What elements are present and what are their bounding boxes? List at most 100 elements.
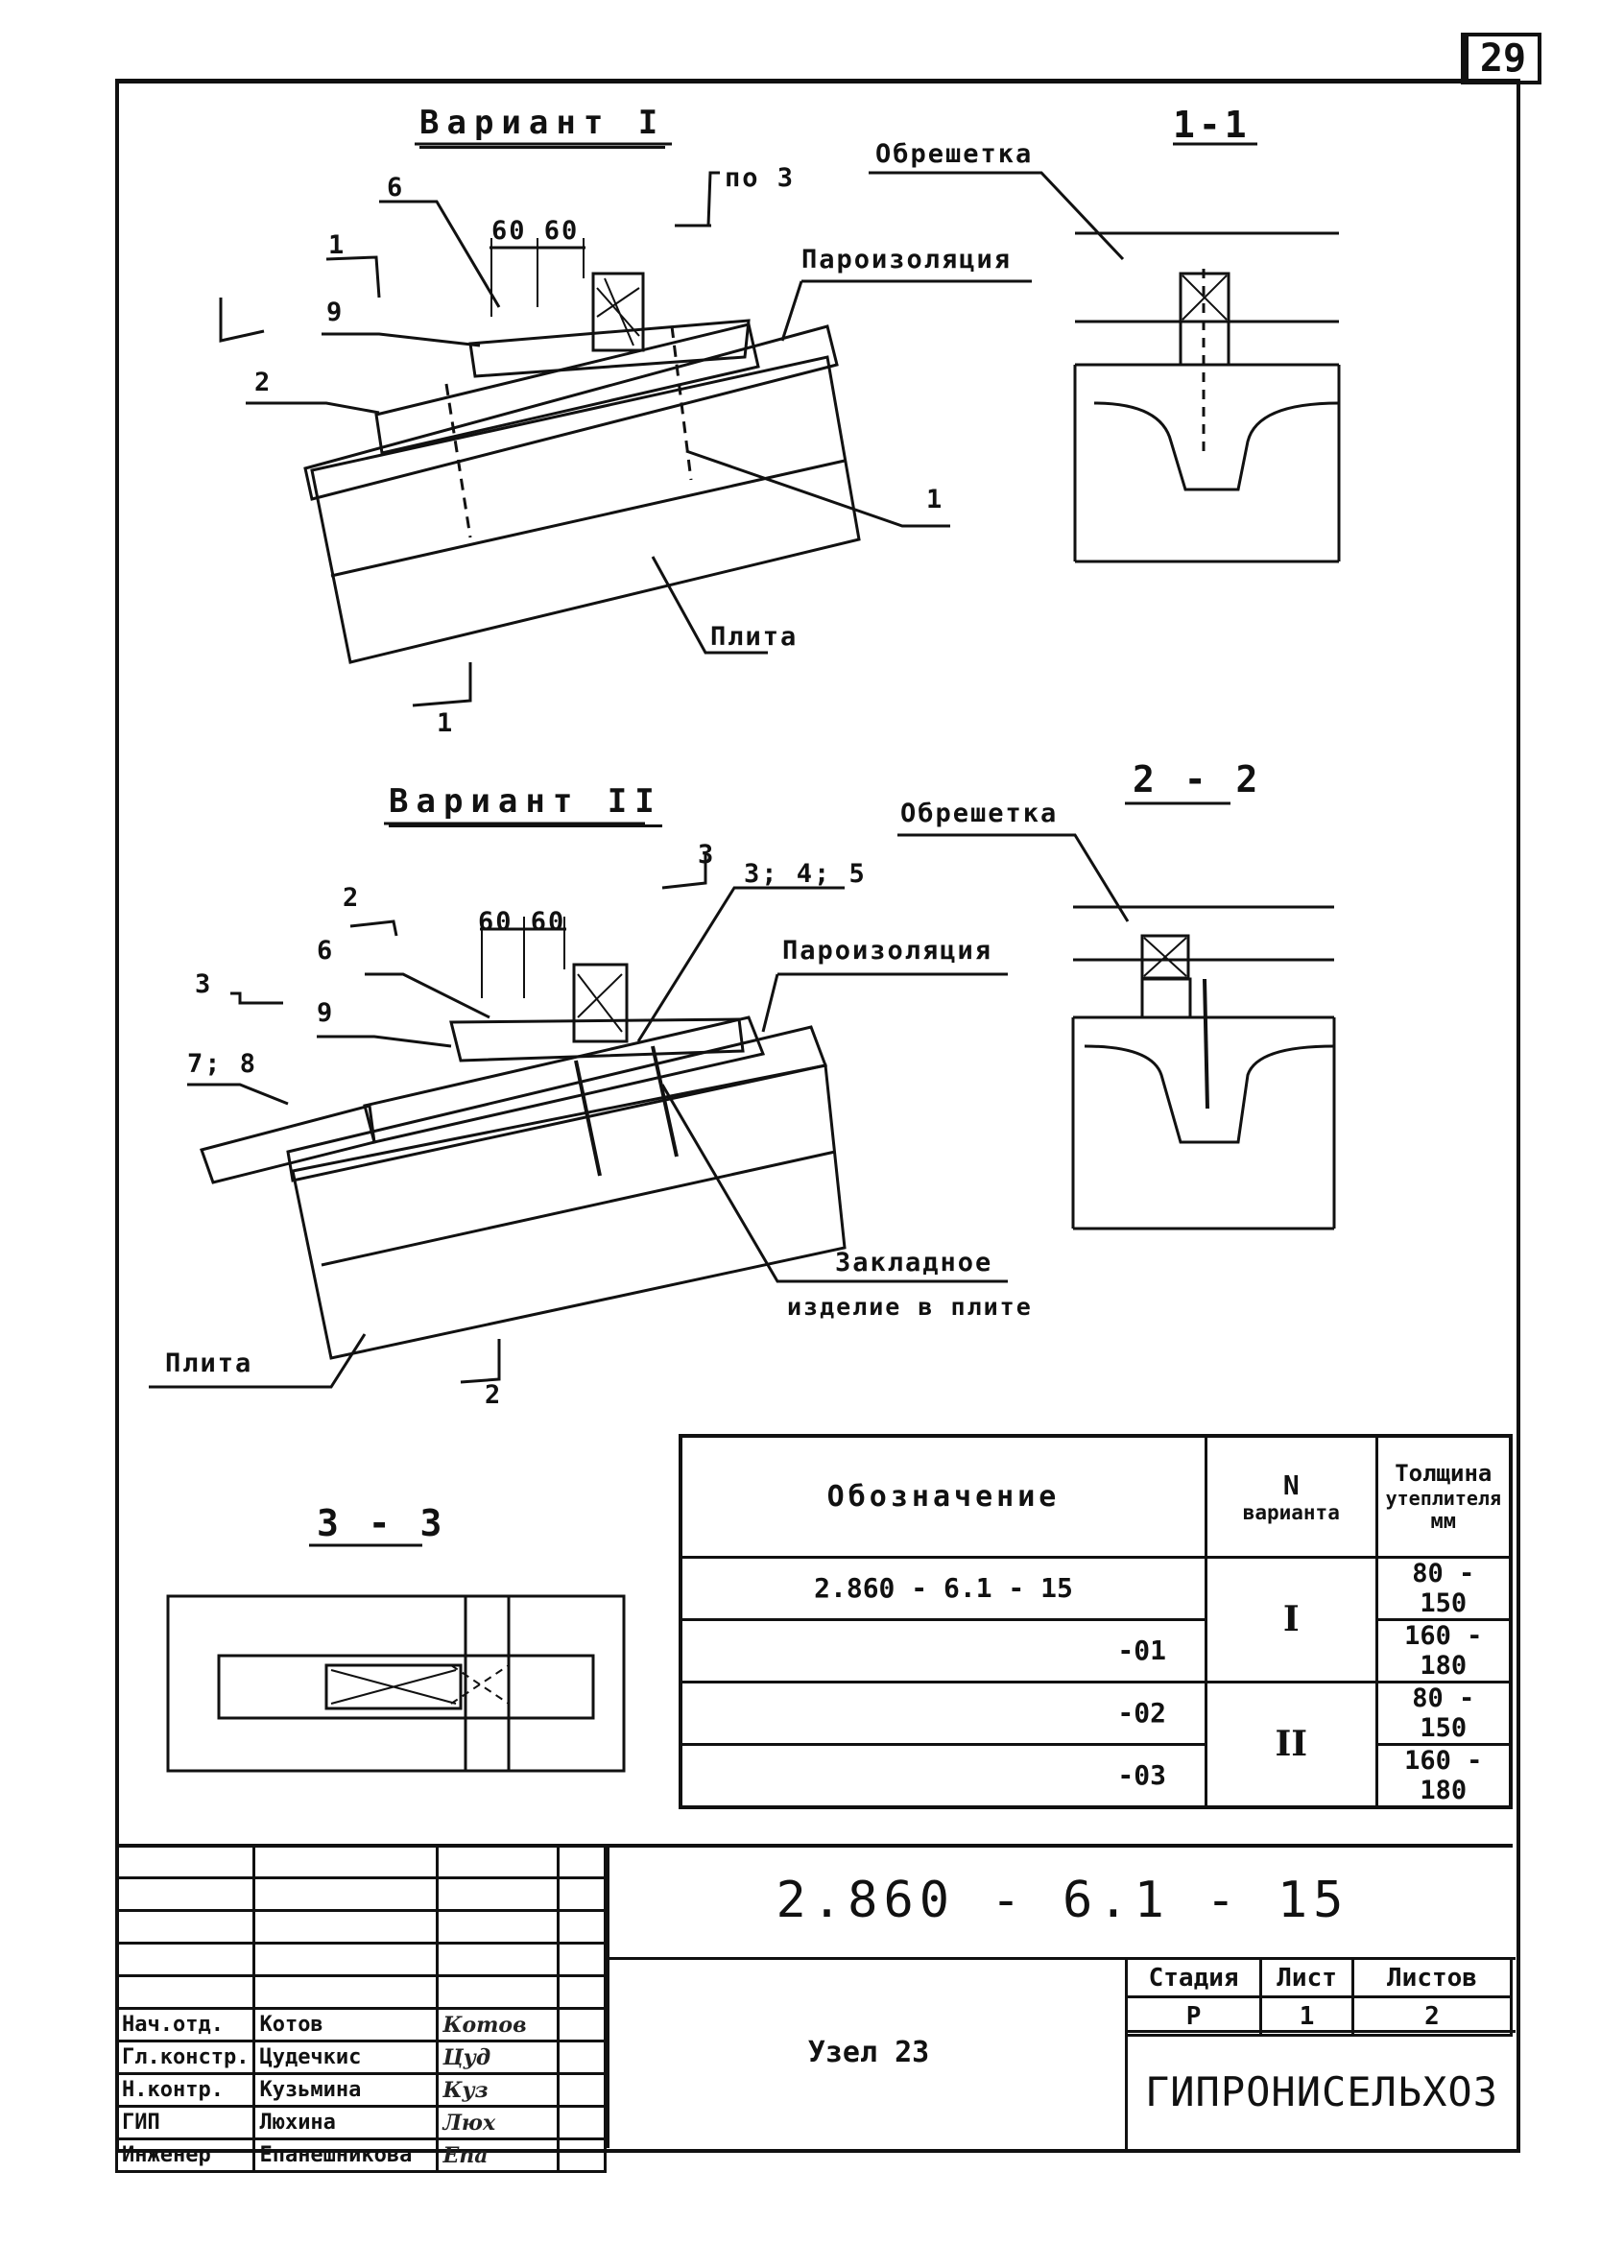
spec-header-variant-symbol: N (1282, 1468, 1300, 1501)
v2-slab-line (321, 1150, 836, 1267)
spec-row-designation: 2.860 - 6.1 - 15 (679, 1555, 1207, 1621)
v2-label-embedded-1: Закладное (835, 1248, 993, 1277)
sheets-value: 2 (1351, 1995, 1513, 2037)
spec-header-thickness: Толщина утеплителя мм (1374, 1434, 1513, 1559)
approval-date (557, 2137, 607, 2173)
spec-row-variant: I (1204, 1555, 1378, 1683)
v2-label-slab: Плита (165, 1349, 253, 1378)
approval-role: Нач.отд. (114, 2007, 256, 2042)
section22-lathing: Обрешетка (900, 799, 1059, 828)
v1-slab-line (330, 459, 846, 578)
v2-label-cut3: 3 (195, 969, 213, 999)
approvals-table: Нач.отд. Котов Котов Гл.констр. Цудечкис… (114, 1844, 607, 2173)
spec-row: -02 II 80 - 150 (679, 1680, 1513, 1808)
v1-cut-1-top-marker (325, 255, 381, 298)
section11-lathing: Обрешетка (875, 139, 1034, 169)
approval-role: Гл.констр. (114, 2040, 256, 2075)
approval-role: ГИП (114, 2105, 256, 2140)
v1-label-pos3: по 3 (725, 163, 796, 193)
v1-slab (310, 355, 861, 664)
document-code: 2.860 - 6.1 - 15 (607, 1844, 1516, 1960)
v1-label-cut1-bottom: 1 (437, 708, 455, 738)
v1-label-slab: Плита (710, 622, 799, 652)
spec-row: -01 160 - 180 (679, 1617, 1513, 1683)
v2-bar-main (363, 1015, 766, 1144)
v1-anchor-left (444, 383, 472, 538)
approval-signature: Куз (436, 2072, 561, 2108)
v2-leader-345 (636, 886, 845, 1042)
v2-concrete-layer (286, 1025, 828, 1182)
approval-date (557, 2007, 607, 2042)
stage-header: Стадия (1124, 1957, 1263, 1998)
variant2-title: Вариант II (389, 782, 662, 827)
approval-name: Люхина (252, 2105, 440, 2140)
v1-cut-1-bottom-marker (412, 662, 472, 707)
s33-outline (166, 1594, 626, 1773)
sheets-header: Листов (1351, 1957, 1513, 1998)
spec-header-thickness-1: Толщина (1395, 1459, 1493, 1487)
sheet-value: 1 (1259, 1995, 1354, 2037)
approval-name: Епанешникова (252, 2137, 440, 2173)
stage-value-row: Р 1 2 (1124, 1995, 1513, 2037)
v2-label-78: 7; 8 (187, 1049, 258, 1079)
approval-empty-row (114, 1876, 607, 1912)
approval-row: Н.контр. Кузьмина Куз (114, 2072, 607, 2108)
v2-leader-embedded (660, 1084, 1008, 1283)
approval-date (557, 2072, 607, 2108)
section11-title: 1-1 (1173, 104, 1251, 146)
s22-rib (1084, 1044, 1335, 1144)
spec-header-row: Обозначение N варианта Толщина утеплител… (679, 1434, 1513, 1559)
section22-title: 2 - 2 (1133, 758, 1262, 800)
v2-label-9: 9 (317, 998, 335, 1028)
section33-title: 3 - 3 (317, 1502, 446, 1544)
s22-leader-lathing (897, 833, 1130, 922)
v2-slab (291, 1063, 847, 1360)
s11-leader-lathing (869, 171, 1125, 261)
section33-drawing (166, 1543, 626, 1773)
v1-label-1: 1 (926, 485, 944, 514)
v1-label-6: 6 (387, 173, 405, 203)
v2-label-cut2-bottom: 2 (485, 1380, 503, 1410)
spec-header-thickness-unit: мм (1430, 1509, 1457, 1534)
v2-cut-3-top-marker (661, 854, 707, 890)
node-name: Узел 23 (607, 1957, 1128, 2148)
v1-cut-1-marker (219, 298, 265, 343)
spec-header-variant-text: варианта (1242, 1500, 1340, 1524)
v1-concrete-layer (303, 324, 839, 501)
approval-name: Цудечкис (252, 2040, 440, 2075)
stage-table: Стадия Лист Листов Р 1 2 (1124, 1957, 1513, 2037)
v1-label-2: 2 (254, 368, 273, 397)
variant2-drawing (149, 822, 1008, 1389)
approval-signature: Котов (436, 2007, 561, 2042)
approval-signature: Цуд (436, 2040, 561, 2075)
spec-table: Обозначение N варианта Толщина утеплител… (679, 1434, 1513, 1809)
approval-role: Н.контр. (114, 2072, 256, 2108)
s33-bar-inner (324, 1663, 463, 1710)
v2-embedded-right (651, 1045, 679, 1158)
v2-leader-78 (187, 1083, 289, 1106)
approval-name: Котов (252, 2007, 440, 2042)
spec-row-thickness: 80 - 150 (1374, 1555, 1513, 1621)
spec-row-designation: -01 (679, 1617, 1207, 1683)
v1-anchor-right (670, 325, 693, 481)
v1-leader-9 (322, 332, 481, 347)
spec-row-designation: -03 (679, 1742, 1207, 1808)
stage-header-row: Стадия Лист Листов (1124, 1957, 1513, 1998)
v2-cut-3-marker (230, 991, 283, 1005)
v1-bar-9 (468, 319, 751, 378)
v2-leader-slab (149, 1333, 367, 1389)
v2-embedded-left (574, 1060, 602, 1177)
v1-leader-6 (379, 200, 501, 308)
v1-leader-slab (651, 556, 768, 655)
v2-lathing-block (572, 963, 629, 1043)
v1-leader-vapor-2 (780, 280, 803, 342)
title-block (115, 1844, 1513, 2152)
spec-header-variant: N варианта (1204, 1434, 1378, 1559)
v1-label-cut1-top: 1 (328, 230, 346, 260)
v2-label-cut3-top: 3 (698, 840, 716, 870)
v2-label-6: 6 (317, 936, 335, 966)
spec-row-thickness: 160 - 180 (1374, 1617, 1513, 1683)
s22-block-lower (1140, 977, 1192, 1019)
